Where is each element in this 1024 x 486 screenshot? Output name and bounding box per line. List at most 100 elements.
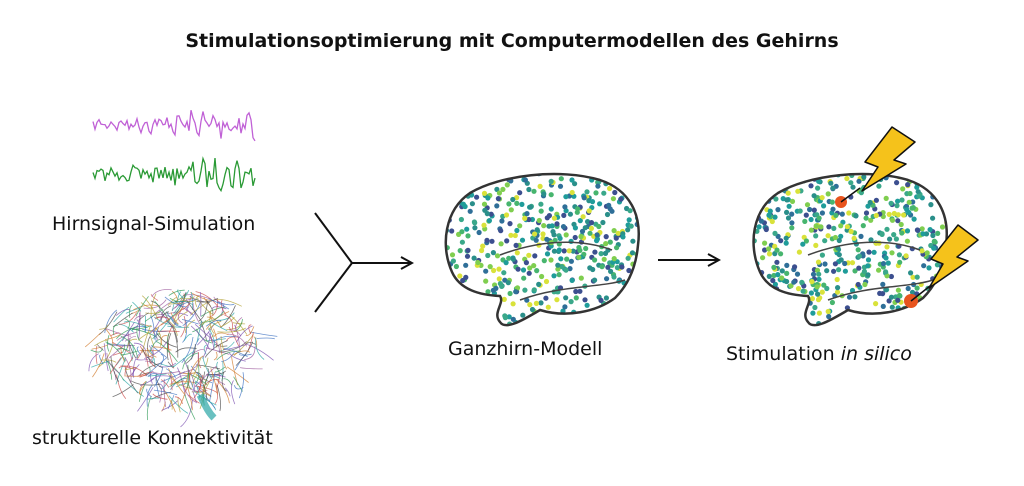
model-node <box>631 163 636 168</box>
fiber-tract <box>178 368 195 375</box>
model-node <box>577 167 582 172</box>
fiber-tract <box>146 388 153 398</box>
fiber-tract <box>209 321 228 332</box>
model-node <box>445 211 451 217</box>
model-node <box>481 201 488 207</box>
fiber-tract <box>120 365 148 376</box>
model-node <box>544 251 551 257</box>
model-node <box>864 324 870 326</box>
model-node <box>440 300 445 305</box>
fiber-tract <box>141 295 159 320</box>
model-node <box>512 232 518 239</box>
model-node <box>883 255 889 261</box>
model-node <box>448 312 454 318</box>
in-silico-emphasis: in silico <box>840 343 912 365</box>
model-node <box>895 315 901 321</box>
fiber-tract <box>120 335 138 359</box>
model-node <box>880 303 886 309</box>
model-node <box>931 238 938 244</box>
model-node <box>477 317 483 323</box>
fiber-tract <box>112 384 134 398</box>
fiber-tract <box>217 379 226 385</box>
model-node <box>825 308 831 315</box>
model-node <box>455 182 461 188</box>
model-node <box>527 204 534 210</box>
fiber-tract <box>206 316 222 328</box>
model-node <box>757 331 762 336</box>
model-node <box>545 304 551 310</box>
model-node <box>524 297 530 303</box>
model-node <box>440 196 445 201</box>
fiber-tract <box>204 379 220 386</box>
model-node <box>546 330 551 335</box>
model-node <box>832 261 839 267</box>
model-node <box>577 247 583 253</box>
fiber-tract <box>204 340 228 358</box>
model-node <box>513 242 519 248</box>
fiber-tract <box>182 302 201 327</box>
model-node <box>940 313 946 319</box>
model-node <box>630 297 636 303</box>
model-node <box>573 295 579 301</box>
model-node <box>548 257 554 263</box>
fiber-tract <box>194 365 217 388</box>
model-node <box>864 317 870 324</box>
model-node <box>826 313 832 320</box>
model-node <box>763 226 769 233</box>
model-node <box>848 180 854 186</box>
model-node <box>542 329 547 334</box>
fiber-tract <box>151 289 172 297</box>
model-node <box>856 253 863 259</box>
model-node <box>886 298 892 304</box>
fiber-tract <box>220 343 228 370</box>
model-node <box>611 228 617 234</box>
model-node <box>447 315 454 321</box>
model-node <box>811 174 817 179</box>
model-node <box>758 291 765 297</box>
model-node <box>808 216 814 223</box>
model-node <box>866 249 872 255</box>
model-node <box>515 266 521 272</box>
model-node <box>888 294 895 300</box>
fiber-tract <box>194 295 200 308</box>
model-node <box>495 196 501 202</box>
model-node <box>770 314 776 320</box>
fiber-tract <box>166 315 177 326</box>
model-node <box>510 196 516 203</box>
model-node <box>570 248 576 254</box>
model-node <box>623 322 629 326</box>
model-node <box>922 319 928 325</box>
model-node <box>630 294 637 300</box>
fiber-tract <box>132 301 142 312</box>
model-node <box>796 321 802 326</box>
model-node <box>533 237 539 243</box>
model-node <box>526 186 532 193</box>
model-node <box>603 320 609 326</box>
model-node <box>784 262 790 268</box>
model-node <box>809 296 816 302</box>
model-node <box>934 262 941 268</box>
model-node <box>626 318 633 324</box>
model-node <box>835 163 840 168</box>
model-node <box>522 287 528 293</box>
fiber-tract <box>104 333 121 340</box>
model-node <box>492 332 497 337</box>
model-node <box>543 278 550 285</box>
model-node <box>758 284 765 290</box>
model-node <box>842 322 849 326</box>
fiber-tract <box>245 326 255 336</box>
model-node <box>906 209 912 216</box>
model-node <box>561 322 568 326</box>
model-node <box>887 236 893 242</box>
fiber-tract <box>189 388 199 393</box>
model-node <box>542 325 547 330</box>
fiber-tract <box>152 317 171 334</box>
model-node <box>568 299 574 305</box>
fiber-tract <box>172 350 195 368</box>
fiber-tract <box>181 382 197 403</box>
model-node <box>929 298 935 304</box>
model-node <box>939 224 946 230</box>
fiber-tract <box>177 397 181 413</box>
model-node <box>914 227 921 233</box>
model-node <box>895 297 901 303</box>
